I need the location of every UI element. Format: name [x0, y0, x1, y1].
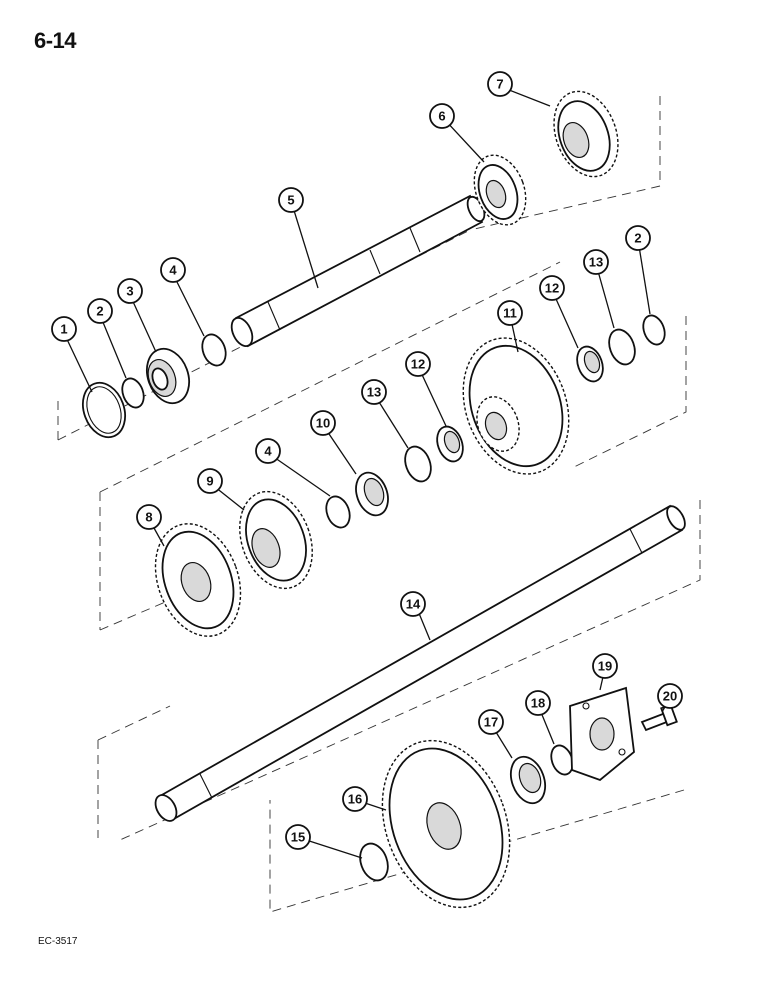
- svg-text:2: 2: [634, 231, 641, 246]
- part-5-splined-shaft: [230, 194, 486, 348]
- callout-12: 12: [539, 275, 565, 301]
- part-2-retaining-ring: [121, 377, 145, 409]
- callout-17: 17: [478, 709, 504, 735]
- callout-10: 10: [310, 410, 336, 436]
- dashed-boundary-lower: [97, 500, 701, 913]
- callouts: 1 2 3 4 5 6 7 2 13 12 11 12 13 10 4 9 8 …: [51, 71, 683, 850]
- part-12-bushing: [436, 425, 464, 463]
- callout-18: 18: [525, 690, 551, 716]
- svg-text:5: 5: [287, 193, 294, 208]
- svg-text:4: 4: [169, 263, 177, 278]
- part-1-snap-ring: [82, 381, 126, 439]
- svg-text:20: 20: [663, 689, 677, 704]
- svg-text:6: 6: [438, 109, 445, 124]
- callout-13-second: 13: [361, 379, 387, 405]
- svg-text:13: 13: [367, 385, 381, 400]
- svg-text:12: 12: [411, 357, 425, 372]
- page-number: 6-14: [34, 28, 77, 53]
- svg-text:11: 11: [503, 306, 517, 321]
- part-17-seal: [509, 755, 547, 805]
- svg-text:19: 19: [598, 659, 612, 674]
- part-13-spacer-ring: [404, 445, 432, 483]
- part-7-gear: [553, 90, 619, 178]
- callout-9: 9: [197, 468, 223, 494]
- part-13-spacer-ring-second: [608, 328, 636, 366]
- part-8-gear: [154, 523, 242, 637]
- part-15-snap-ring: [359, 842, 389, 882]
- svg-text:1: 1: [60, 322, 67, 337]
- svg-text:12: 12: [545, 281, 559, 296]
- callout-2-second: 2: [625, 225, 651, 251]
- callout-8: 8: [136, 504, 162, 530]
- svg-text:2: 2: [96, 304, 103, 319]
- svg-text:10: 10: [316, 416, 330, 431]
- figure-code: EC-3517: [38, 936, 78, 947]
- svg-text:15: 15: [291, 830, 305, 845]
- svg-text:8: 8: [145, 510, 152, 525]
- svg-text:18: 18: [531, 696, 545, 711]
- callout-7: 7: [487, 71, 513, 97]
- svg-text:9: 9: [206, 474, 213, 489]
- callout-19: 19: [592, 653, 618, 679]
- part-10-bushing: [355, 471, 389, 517]
- callout-11: 11: [497, 300, 523, 326]
- callout-14: 14: [400, 591, 426, 617]
- part-3-bearing: [146, 347, 190, 405]
- callout-20: 20: [657, 683, 683, 709]
- dashed-boundary-middle: [99, 261, 687, 631]
- callout-12-second: 12: [405, 351, 431, 377]
- part-19-retainer-plate: [569, 686, 635, 782]
- callout-2: 2: [87, 298, 113, 324]
- svg-text:13: 13: [589, 255, 603, 270]
- part-6-gear: [473, 154, 527, 226]
- svg-text:3: 3: [126, 284, 133, 299]
- svg-text:4: 4: [264, 444, 272, 459]
- callout-4: 4: [160, 257, 186, 283]
- part-11-cluster-gear: [462, 337, 570, 475]
- part-4-snap-ring-second: [325, 495, 351, 529]
- callout-15: 15: [285, 824, 311, 850]
- svg-text:7: 7: [496, 77, 503, 92]
- callout-3: 3: [117, 278, 143, 304]
- callout-13: 13: [583, 249, 609, 275]
- callout-16: 16: [342, 786, 368, 812]
- callout-4-second: 4: [255, 438, 281, 464]
- part-16-large-gear: [381, 739, 511, 909]
- callout-6: 6: [429, 103, 455, 129]
- callout-5: 5: [278, 187, 304, 213]
- callout-1: 1: [51, 316, 77, 342]
- part-2-retaining-ring-second: [642, 314, 666, 346]
- svg-text:17: 17: [484, 715, 498, 730]
- svg-text:14: 14: [406, 597, 421, 612]
- svg-text:16: 16: [348, 792, 362, 807]
- part-9-gear: [239, 490, 313, 590]
- part-4-snap-ring: [201, 333, 227, 367]
- part-14-long-shaft: [154, 504, 686, 822]
- part-12-bushing-second: [576, 345, 604, 383]
